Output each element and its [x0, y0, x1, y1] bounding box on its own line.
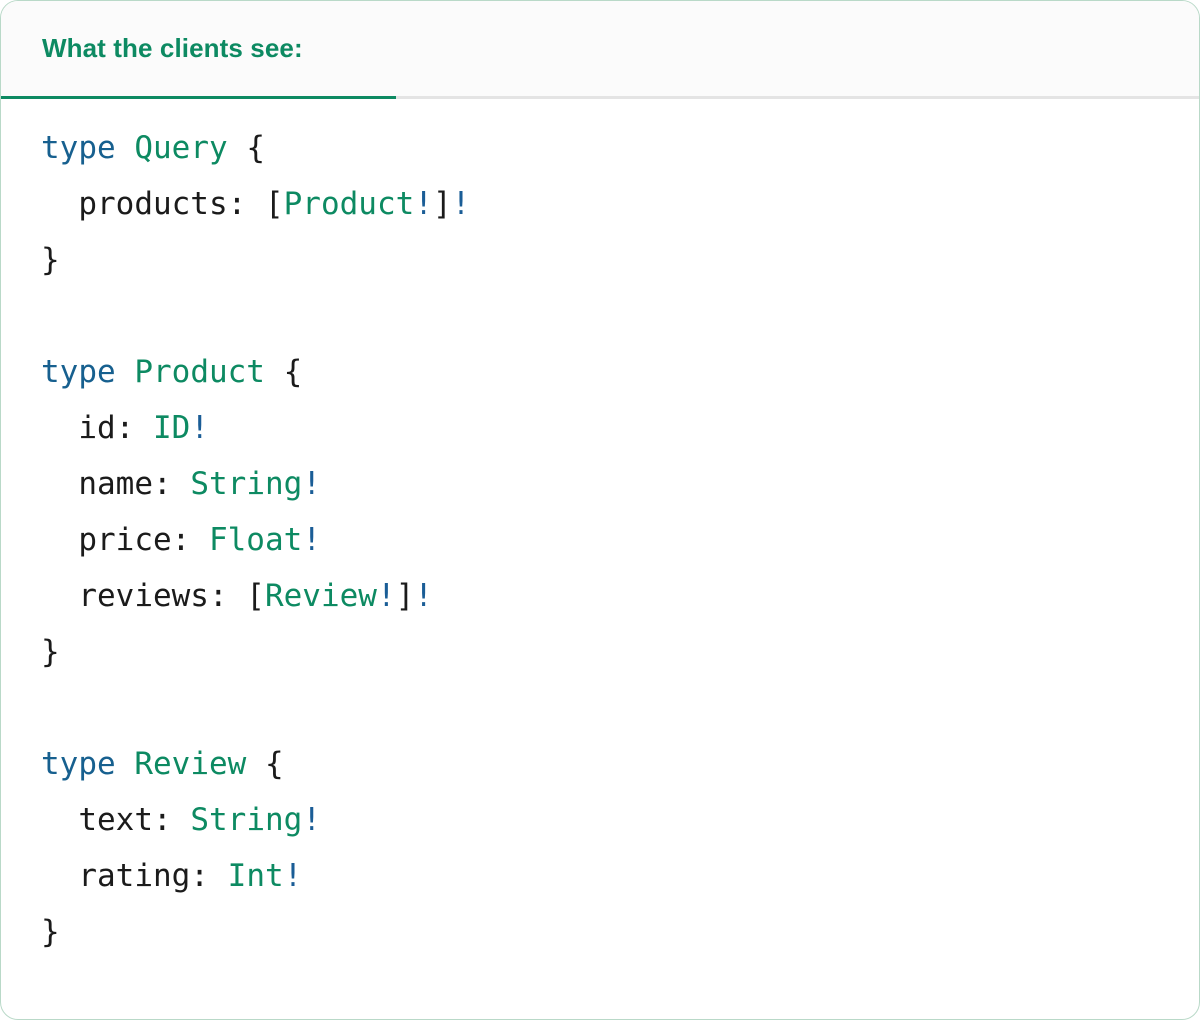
code-token-name: id: — [78, 410, 135, 446]
code-token-punc: } — [41, 634, 60, 670]
code-token-kw: type — [41, 130, 116, 166]
code-token-punc — [116, 354, 135, 390]
code-token-punc: [ — [246, 186, 284, 222]
code-line: text: String! — [41, 792, 1199, 848]
code-token-blank — [41, 690, 60, 726]
code-token-punc — [116, 130, 135, 166]
code-token-punc: { — [264, 354, 303, 390]
code-line: } — [41, 232, 1199, 288]
code-token-punc: [ — [227, 578, 265, 614]
code-token-type: Query — [134, 130, 228, 166]
code-line: } — [41, 904, 1199, 960]
code-line: rating: Int! — [41, 848, 1199, 904]
code-token-punc — [172, 466, 191, 502]
code-line: type Query { — [41, 120, 1199, 176]
code-token-bang: ! — [190, 410, 209, 446]
code-token-punc: } — [41, 914, 60, 950]
code-token-type: Product — [283, 186, 415, 222]
code-body: type Query { products: [Product!]!} type… — [1, 99, 1199, 960]
code-token-punc — [190, 522, 209, 558]
code-token-punc — [41, 186, 78, 222]
code-token-type: Float — [208, 522, 303, 558]
code-line — [41, 288, 1199, 344]
code-token-kw: type — [41, 746, 116, 782]
code-token-punc — [41, 578, 78, 614]
code-token-punc — [209, 858, 228, 894]
code-token-punc: { — [227, 130, 265, 166]
code-token-bang: ! — [302, 802, 321, 838]
tab-label: What the clients see: — [42, 33, 303, 63]
code-token-type: Product — [134, 354, 265, 390]
code-token-bang: ! — [302, 466, 321, 502]
code-token-bang: ! — [414, 578, 433, 614]
code-token-punc: } — [41, 242, 60, 278]
code-token-punc — [41, 522, 78, 558]
tab-what-the-clients-see[interactable]: What the clients see: — [1, 1, 396, 99]
code-token-name: name: — [78, 466, 172, 502]
code-token-punc — [134, 410, 153, 446]
code-token-punc: { — [246, 746, 284, 782]
code-line: reviews: [Review!]! — [41, 568, 1199, 624]
code-token-name: price: — [78, 522, 191, 558]
code-token-bang: ! — [414, 186, 433, 222]
code-token-type: String — [190, 466, 303, 502]
code-token-punc — [116, 746, 135, 782]
code-token-punc — [41, 802, 78, 838]
code-token-kw: type — [41, 354, 116, 390]
graphql-schema-code[interactable]: type Query { products: [Product!]!} type… — [1, 120, 1199, 960]
code-token-bang: ! — [376, 578, 396, 614]
code-token-name: products: — [78, 186, 247, 222]
code-line: } — [41, 624, 1199, 680]
code-line: name: String! — [41, 456, 1199, 512]
code-line: price: Float! — [41, 512, 1199, 568]
code-token-bang: ! — [451, 186, 471, 222]
code-token-type: Int — [227, 858, 284, 894]
code-line: id: ID! — [41, 400, 1199, 456]
code-token-punc — [41, 858, 78, 894]
code-line: type Product { — [41, 344, 1199, 400]
code-token-type: String — [190, 802, 303, 838]
code-token-bang: ! — [302, 522, 321, 558]
code-token-punc — [41, 410, 78, 446]
code-token-name: text: — [78, 802, 172, 838]
tab-strip: What the clients see: — [1, 1, 1199, 99]
code-token-punc: ] — [432, 186, 452, 222]
code-token-name: rating: — [78, 858, 209, 894]
code-token-bang: ! — [283, 858, 303, 894]
code-token-name: reviews: — [78, 578, 228, 614]
code-token-punc — [172, 802, 191, 838]
code-token-type: Review — [134, 746, 247, 782]
code-token-type: Review — [264, 578, 377, 614]
code-line — [41, 680, 1199, 736]
code-token-type: ID — [153, 410, 191, 446]
code-line: type Review { — [41, 736, 1199, 792]
code-token-blank — [41, 298, 60, 334]
code-token-punc: ] — [395, 578, 415, 614]
code-line: products: [Product!]! — [41, 176, 1199, 232]
code-token-punc — [41, 466, 78, 502]
